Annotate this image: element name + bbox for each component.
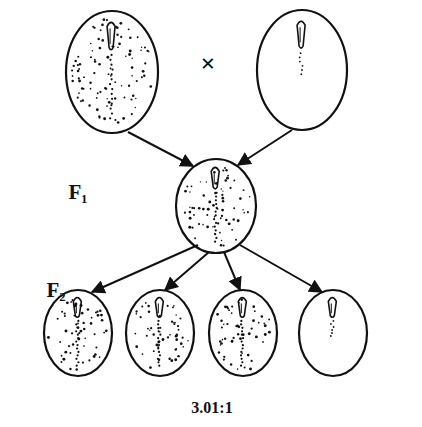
speckled-seed — [66, 11, 158, 133]
generation-label: F₂ — [46, 280, 65, 301]
inheritance-arrows — [92, 130, 322, 292]
plain-seed — [257, 10, 347, 130]
speckled-seed — [209, 290, 277, 376]
speckled-seed — [176, 159, 256, 253]
cross-sign: × — [201, 51, 216, 77]
speckled-seed — [126, 290, 194, 376]
segregation-ratio: 3.01:1 — [191, 400, 232, 416]
speckled-seed — [44, 290, 112, 376]
plain-seed — [299, 290, 367, 376]
generation-label: F₁ — [68, 182, 87, 203]
